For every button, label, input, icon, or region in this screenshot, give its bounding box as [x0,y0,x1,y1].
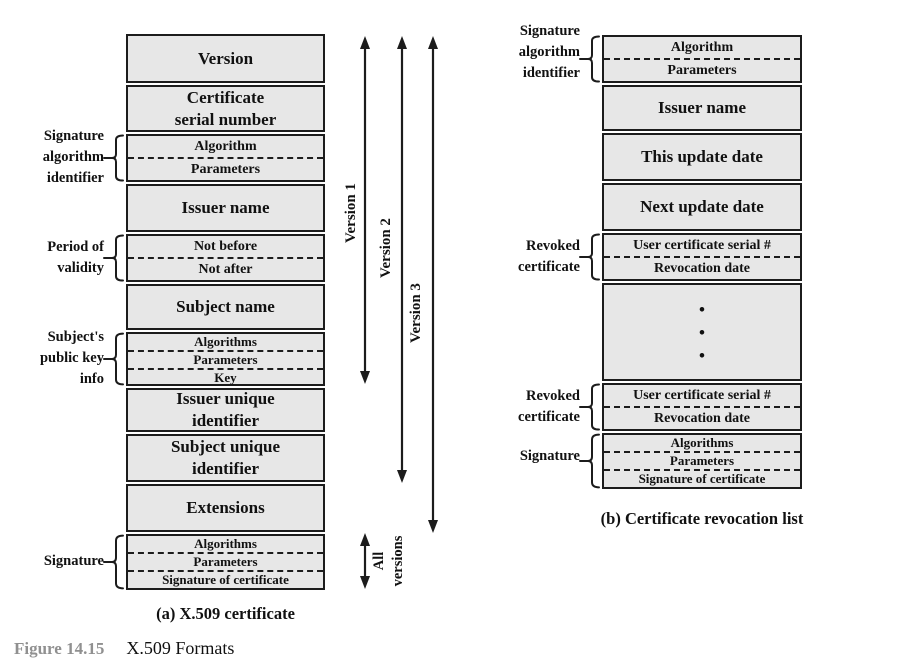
curly-brace-icon [104,234,126,282]
label-revoked-certificate-2: Revoked certificate [518,388,580,425]
field-sig-parameters: Parameters [128,552,323,570]
field-crl-algorithm: Algorithm [670,39,734,55]
field-issuer-name: Issuer name [126,184,325,232]
field-this-update-date: This update date [602,133,802,181]
group-revoked-certificate-2: User certificate serial # Revocation dat… [602,383,802,431]
field-revocation-date-2: Revocation date [604,406,800,429]
curly-brace-icon [580,233,602,281]
figure-title: X.509 Formats [126,638,235,658]
curly-brace-icon [580,433,602,489]
field-serial-number: Certificate serial number [126,85,325,132]
field-subject-name: Subject name [126,284,325,330]
field-crl-sig-parameters: Parameters [604,451,800,469]
field-pk-parameters: Parameters [128,350,323,368]
field-pk-key: Key [128,368,323,386]
group-signature-algorithm: Algorithm Parameters [126,134,325,182]
figure-number: Figure 14.15 [14,639,105,658]
label-version-3: Version 3 [408,283,424,343]
version3-arrow [428,36,438,533]
field-crl-parameters: Parameters [604,58,800,81]
field-signature-of-certificate: Signature of certificate [128,570,323,588]
label-signature-algorithm-identifier: Signature algorithm identifier [42,128,104,186]
group-crl-signature-algorithm: Algorithm Parameters [602,35,802,83]
label-version-2: Version 2 [378,218,394,278]
field-crl-issuer-name: Issuer name [602,85,802,131]
group-revoked-certificate-1: User certificate serial # Revocation dat… [602,233,802,281]
ellipsis-dot: • [699,345,705,365]
label-all-versions: All versions [371,535,406,587]
version2-arrow [397,36,407,483]
label-crl-signature-algorithm-identifier: Signature algorithm identifier [518,23,580,81]
field-user-cert-serial-2: User certificate serial # [633,387,771,403]
label-period-of-validity: Period of validity [47,239,104,276]
field-algorithm: Algorithm [194,138,257,154]
curly-brace-icon [104,534,126,590]
group-signature: Algorithms Parameters Signature of certi… [126,534,325,590]
field-subject-unique-identifier: Subject unique identifier [126,434,325,482]
label-crl-signature: Signature [519,448,580,464]
figure-caption: Figure 14.15 X.509 Formats [14,638,234,659]
curly-brace-icon [580,35,602,83]
group-public-key-info: Algorithms Parameters Key [126,332,325,386]
label-revoked-certificate-1: Revoked certificate [518,238,580,275]
caption-b: (b) Certificate revocation list [600,509,804,528]
field-sig-algorithms: Algorithms [194,536,257,551]
field-user-cert-serial-1: User certificate serial # [633,237,771,253]
curly-brace-icon [104,134,126,182]
label-version-1: Version 1 [343,183,359,243]
field-pk-algorithms: Algorithms [194,334,257,349]
group-crl-signature: Algorithms Parameters Signature of certi… [602,433,802,489]
ellipsis-box: • • • [602,283,802,381]
field-extensions: Extensions [126,484,325,532]
label-signature: Signature [43,553,104,569]
field-crl-signature-of-certificate: Signature of certificate [604,469,800,487]
curly-brace-icon [580,383,602,431]
field-version: Version [126,34,325,83]
ellipsis-dot: • [699,299,705,319]
group-validity: Not before Not after [126,234,325,282]
field-crl-sig-algorithms: Algorithms [670,435,734,450]
certificate-stack: Version Certificate serial number Algori… [126,34,325,590]
field-not-before: Not before [193,238,258,254]
ellipsis-dot: • [699,322,705,342]
crl-stack: Algorithm Parameters Issuer name This up… [602,35,802,489]
field-parameters: Parameters [128,157,323,180]
version-arrows [360,36,438,589]
field-issuer-unique-identifier: Issuer unique identifier [126,388,325,432]
caption-a: (a) X.509 certificate [156,604,295,623]
field-next-update-date: Next update date [602,183,802,231]
field-not-after: Not after [128,257,323,280]
curly-brace-icon [104,332,126,386]
version1-arrow [360,36,370,384]
label-subjects-public-key-info: Subject's public key info [39,329,104,387]
all-versions-arrow [360,533,370,589]
field-revocation-date-1: Revocation date [604,256,800,279]
